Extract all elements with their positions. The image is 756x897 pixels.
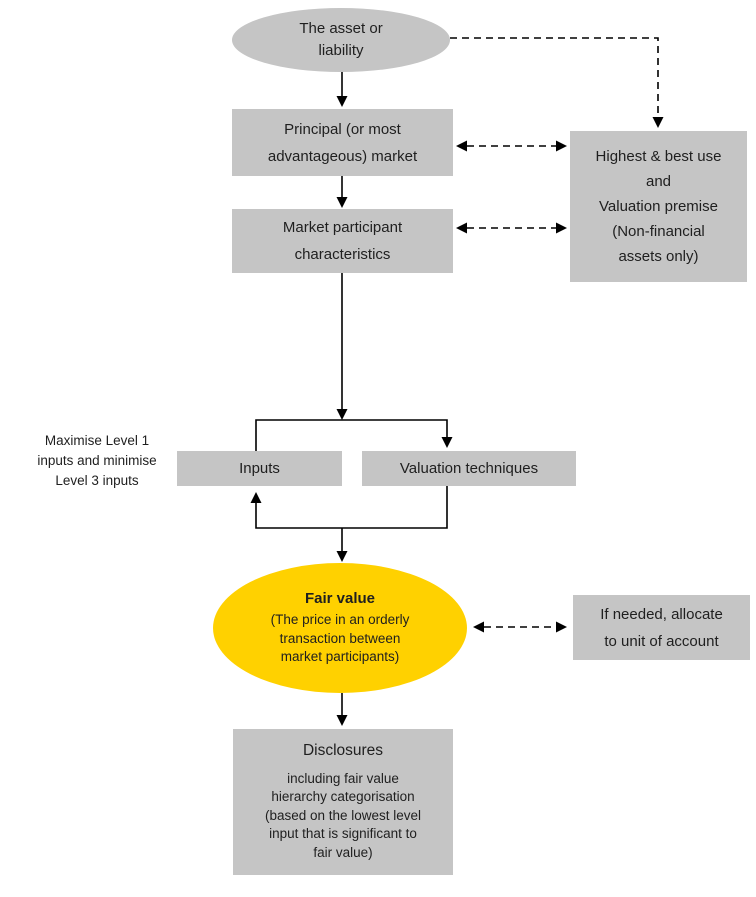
arrowhead-right bbox=[556, 222, 567, 234]
arrowhead-down bbox=[441, 437, 453, 448]
fair-value-title: Fair value bbox=[304, 590, 376, 608]
maximise-level1-note: Maximise Level 1 inputs and minimise Lev… bbox=[37, 433, 157, 488]
arrowhead-right bbox=[556, 140, 567, 152]
market-participant-characteristics-node: Market participant characteristics bbox=[232, 209, 453, 273]
connector-split-bracket-to-inputs-and-valuation bbox=[255, 419, 453, 451]
connector-fair-value-unit-of-account-dashed bbox=[473, 621, 567, 633]
arrowhead-left bbox=[456, 222, 467, 234]
fair-value-node: Fair value (The price in an orderly tran… bbox=[213, 563, 467, 693]
connector-valuation-to-inputs-loop bbox=[250, 486, 448, 529]
connector-principal-to-market-participant bbox=[336, 176, 348, 208]
market-participant-characteristics-label: Market participant characteristics bbox=[282, 219, 403, 263]
connector-line bbox=[450, 37, 659, 117]
connector-asset-to-highest-best-use-dashed bbox=[450, 37, 664, 128]
principal-market-label: Principal (or most advantageous) market bbox=[267, 120, 418, 165]
asset-or-liability-label: The asset or liability bbox=[299, 20, 383, 59]
arrowhead-down bbox=[652, 117, 664, 128]
arrowhead-down bbox=[336, 409, 348, 420]
arrowhead-left bbox=[456, 140, 467, 152]
disclosures-title: Disclosures bbox=[302, 742, 384, 760]
unit-of-account-node: If needed, allocate to unit of account bbox=[573, 595, 750, 660]
connector-split-to-fair-value bbox=[336, 528, 348, 562]
principal-market-node: Principal (or most advantageous) market bbox=[232, 109, 453, 176]
connector-principal-highest-best-use-dashed bbox=[456, 140, 567, 152]
disclosures-node: Disclosures including fair value hierarc… bbox=[233, 729, 453, 875]
connector-line bbox=[255, 486, 448, 529]
arrowhead-down bbox=[336, 551, 348, 562]
connector-asset-to-principal bbox=[336, 70, 348, 107]
arrowhead-up bbox=[250, 492, 262, 503]
valuation-techniques-label: Valuation techniques bbox=[399, 460, 539, 477]
connector-fair-value-to-disclosures bbox=[336, 693, 348, 726]
connector-market-participant-to-split bbox=[336, 273, 348, 420]
arrowhead-left bbox=[473, 621, 484, 633]
unit-of-account-label: If needed, allocate to unit of account bbox=[600, 605, 723, 650]
arrowhead-right bbox=[556, 621, 567, 633]
disclosures-body: including fair value hierarchy categoris… bbox=[264, 770, 422, 861]
arrowhead-down bbox=[336, 96, 348, 107]
connector-market-participant-highest-best-use-dashed bbox=[456, 222, 567, 234]
valuation-techniques-node: Valuation techniques bbox=[362, 451, 576, 486]
connector-line bbox=[255, 419, 448, 451]
asset-or-liability-node: The asset or liability bbox=[232, 8, 450, 72]
arrowhead-down bbox=[336, 197, 348, 208]
highest-and-best-use-label: Highest & best use and Valuation premise… bbox=[595, 148, 722, 265]
inputs-node: Inputs bbox=[177, 451, 342, 486]
arrowhead-down bbox=[336, 715, 348, 726]
fair-value-subtitle: (The price in an orderly transaction bet… bbox=[270, 612, 410, 665]
inputs-label: Inputs bbox=[239, 460, 280, 477]
highest-and-best-use-node: Highest & best use and Valuation premise… bbox=[570, 131, 747, 282]
